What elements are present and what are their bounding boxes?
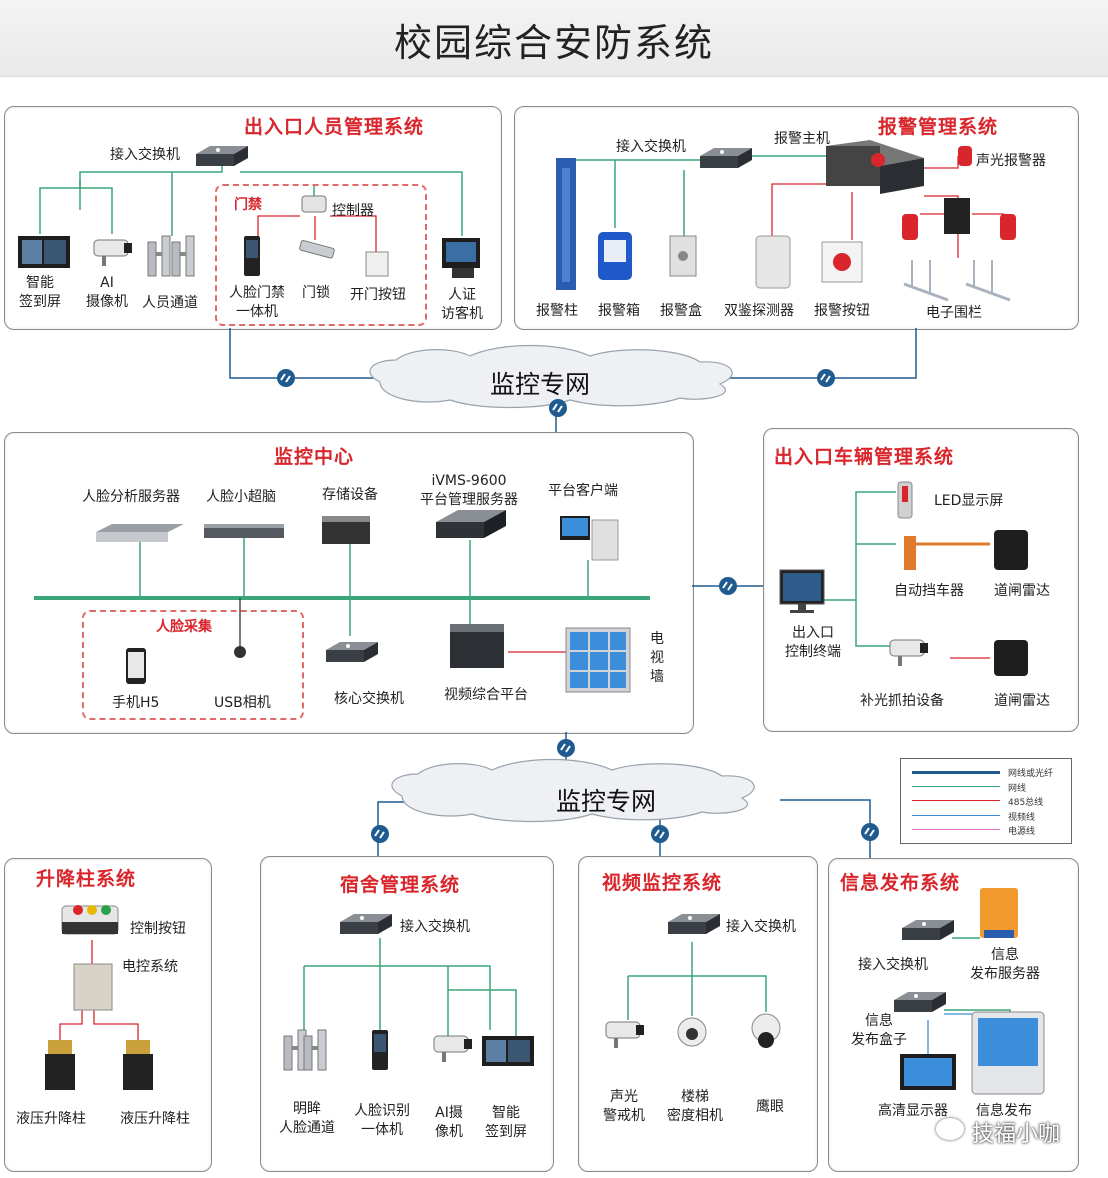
device-auto-barrier: 自动挡车器: [894, 583, 964, 599]
device-info-terminal: 信息发布: [976, 1103, 1032, 1119]
device-alarm-warning-camera: 声光 警戒机: [603, 1089, 645, 1124]
network-label-top: 监控专网: [490, 370, 591, 399]
device-core-switch: 核心交换机: [334, 691, 404, 707]
switch-label-alarm: 接入交换机: [616, 139, 686, 155]
device-face-recognition-terminal: 人脸识别 一体机: [354, 1103, 410, 1138]
legend-line: [912, 771, 1000, 774]
device-dual-detector: 双鉴探测器: [724, 303, 794, 319]
device-eagle-eye: 鹰眼: [756, 1099, 784, 1115]
device-hd-display: 高清显示器: [878, 1103, 948, 1119]
device-control-button: 控制按钮: [130, 921, 186, 937]
legend-label: 485总线: [1008, 798, 1044, 808]
device-door-lock: 门锁: [302, 285, 330, 301]
device-alarm-case: 报警盒: [660, 303, 702, 319]
device-entry-control-terminal: 出入口 控制终端: [785, 625, 841, 660]
device-alarm-pillar: 报警柱: [536, 303, 578, 319]
siren-label: 声光报警器: [976, 153, 1046, 169]
panel-dorm: [260, 856, 554, 1172]
switch-label-dorm: 接入交换机: [400, 919, 470, 935]
device-gate-radar-2: 道闸雷达: [994, 693, 1050, 709]
device-stair-density-camera: 楼梯 密度相机: [667, 1089, 723, 1124]
door-access-group: [215, 184, 427, 326]
panel-title-vehicle: 出入口车辆管理系统: [774, 446, 955, 468]
device-face-nvr: 人脸小超脑: [206, 489, 276, 505]
panel-title-bollard: 升降柱系统: [36, 868, 137, 890]
device-alarm-box: 报警箱: [598, 303, 640, 319]
device-dorm-checkin-screen: 智能 签到屏: [485, 1105, 527, 1140]
panel-title-video: 视频监控系统: [602, 872, 723, 894]
title-bar: 校园综合安防系统: [0, 0, 1108, 77]
device-info-server: 信息 发布服务器: [970, 947, 1040, 982]
device-hydraulic-bollard-2: 液压升降柱: [120, 1111, 190, 1127]
legend-line: [912, 814, 1000, 816]
page-title: 校园综合安防系统: [393, 21, 714, 65]
legend-label: 电源线: [1008, 827, 1036, 837]
device-face-analysis-server: 人脸分析服务器: [82, 489, 180, 505]
switch-label-info: 接入交换机: [858, 957, 928, 973]
alarm-host-label: 报警主机: [774, 131, 830, 147]
legend-line: [912, 800, 1000, 801]
device-platform-client: 平台客户端: [548, 483, 618, 499]
door-access-label: 门禁: [234, 197, 262, 213]
device-alarm-button: 报警按钮: [814, 303, 870, 319]
device-ai-camera: AI 摄像机: [86, 275, 128, 310]
device-hydraulic-bollard-1: 液压升降柱: [16, 1111, 86, 1127]
panel-alarm: [514, 106, 1079, 330]
device-face-passage: 明眸 人脸通道: [279, 1101, 335, 1136]
panel-entrance-people: [4, 106, 502, 330]
device-electric-fence: 电子围栏: [926, 305, 982, 321]
device-smart-checkin-screen: 智能 签到屏: [19, 275, 61, 310]
panel-title-info: 信息发布系统: [840, 872, 961, 894]
network-label-bottom: 监控专网: [556, 787, 657, 816]
legend-line: [912, 829, 1000, 830]
device-fill-light-capture: 补光抓拍设备: [860, 693, 944, 709]
legend-label: 视频线: [1008, 812, 1036, 823]
watermark: 技福小咖: [972, 1122, 1061, 1147]
wechat-icon: [936, 1118, 964, 1140]
panel-video: [578, 856, 818, 1172]
panel-title-entrance-people: 出入口人员管理系统: [244, 116, 425, 138]
panel-title-monitor-center: 监控中心: [274, 446, 355, 468]
device-video-platform: 视频综合平台: [444, 687, 528, 703]
device-ivms-server: iVMS-9600 平台管理服务器: [420, 473, 518, 508]
device-face-access-terminal: 人脸门禁 一体机: [229, 285, 285, 320]
legend-label: 网线或光纤: [1008, 769, 1054, 779]
switch-label-entrance: 接入交换机: [110, 147, 180, 163]
device-visitor-machine: 人证 访客机: [441, 287, 483, 322]
device-info-box: 信息 发布盒子: [851, 1013, 907, 1048]
device-storage: 存储设备: [322, 487, 378, 503]
device-usb-camera: USB相机: [214, 695, 271, 711]
face-capture-group: [82, 610, 304, 720]
face-capture-label: 人脸采集: [156, 619, 212, 635]
panel-title-dorm: 宿舍管理系统: [340, 874, 461, 896]
controller-label: 控制器: [332, 203, 374, 219]
device-tv-wall: 电 视 墙: [650, 631, 664, 685]
panel-title-alarm: 报警管理系统: [878, 116, 999, 138]
device-electric-control: 电控系统: [122, 959, 178, 975]
device-gate-radar-1: 道闸雷达: [994, 583, 1050, 599]
device-dorm-ai-camera: AI摄 像机: [435, 1105, 463, 1140]
device-people-passage: 人员通道: [142, 295, 198, 311]
switch-label-video: 接入交换机: [726, 919, 796, 935]
device-door-open-button: 开门按钮: [350, 287, 406, 303]
legend-label: 网线: [1008, 783, 1027, 794]
legend-line: [912, 785, 1000, 787]
device-mobile-h5: 手机H5: [112, 695, 160, 711]
device-led-display: LED显示屏: [934, 493, 1004, 509]
